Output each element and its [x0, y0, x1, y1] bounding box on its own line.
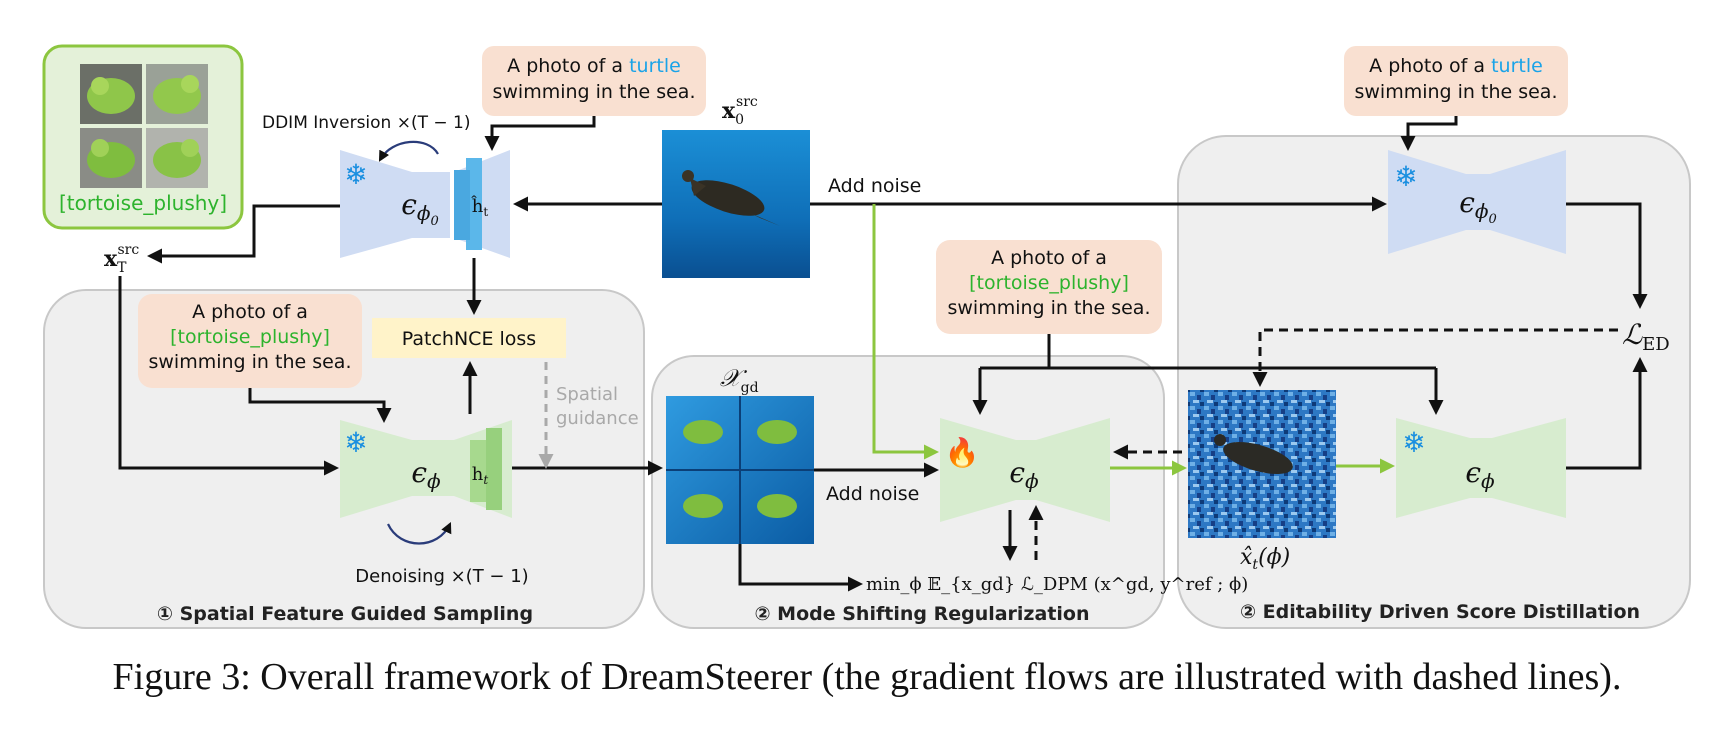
svg-text:swimming in the sea.: swimming in the sea.: [148, 351, 351, 373]
guided-sample-grid: [666, 396, 814, 544]
unet-distill-frozen: ❄ ϵϕ0: [1388, 150, 1566, 254]
prompt-source: A photo of a turtle swimming in the sea.: [482, 46, 706, 116]
section-title-1: ① Spatial Feature Guided Sampling: [157, 603, 533, 625]
svg-text:A photo of a turtle: A photo of a turtle: [1369, 55, 1543, 77]
fire-icon: 🔥: [945, 436, 980, 469]
prompt-source-right: A photo of a turtle swimming in the sea.: [1344, 46, 1568, 116]
denoising-cycle-arrow: [387, 522, 452, 545]
figure-caption: Figure 3: Overall framework of DreamStee…: [112, 656, 1622, 698]
svg-text:ϵϕ: ϵϕ: [1009, 456, 1039, 493]
snowflake-icon: ❄: [344, 158, 367, 191]
unet-inversion-frozen: ❄ ϵϕ0 ĥt: [340, 150, 510, 258]
svg-text:ĥt: ĥt: [471, 194, 489, 219]
section-title-3: ② Editability Driven Score Distillation: [1240, 601, 1640, 623]
snowflake-icon: ❄: [1402, 426, 1425, 459]
svg-text:[tortoise_plushy]: [tortoise_plushy]: [170, 326, 330, 348]
section-title-2: ② Mode Shifting Regularization: [754, 603, 1089, 625]
denoising-label: Denoising ×(T − 1): [355, 566, 528, 587]
prompt-reference-mid: A photo of a [tortoise_plushy] swimming …: [936, 240, 1162, 334]
x0-src-label: x0src: [722, 94, 758, 128]
plush-photo-4: [146, 128, 208, 188]
plush-photo-3: [80, 128, 142, 188]
svg-text:swimming in the sea.: swimming in the sea.: [1354, 81, 1557, 103]
svg-text:ϵϕ: ϵϕ: [1465, 456, 1495, 493]
plush-photo-2: [146, 64, 208, 124]
xhat-label: x̂t(ϕ): [1240, 545, 1290, 573]
xT-src-label: xTsrc: [104, 242, 139, 276]
svg-text:A photo of a: A photo of a: [192, 301, 308, 323]
svg-text:ht: ht: [472, 464, 489, 487]
svg-text:ϵϕ0: ϵϕ0: [1459, 186, 1497, 227]
add-noise-top-label: Add noise: [828, 175, 921, 197]
svg-text:swimming in the sea.: swimming in the sea.: [492, 81, 695, 103]
edited-image: [1188, 390, 1336, 538]
svg-text:PatchNCE loss: PatchNCE loss: [402, 328, 536, 350]
snowflake-icon: ❄: [1394, 160, 1417, 193]
unet-trainable: 🔥 ϵϕ: [940, 418, 1110, 522]
unet-sampling: ❄ ϵϕ ht: [340, 420, 512, 518]
snowflake-icon: ❄: [344, 426, 367, 459]
svg-text:ϵϕ0: ϵϕ0: [401, 188, 439, 229]
ddim-inversion-label: DDIM Inversion ×(T − 1): [262, 113, 470, 133]
source-turtle-image: [662, 130, 810, 278]
ddim-cycle-arrow: [378, 140, 439, 162]
green-arrows: [872, 204, 1395, 476]
dpm-objective: min_ϕ 𝔼_{x_gd} ℒ_DPM (x^gd, y^ref ; ϕ): [866, 574, 1248, 595]
gradient-arrows: [1028, 328, 1618, 560]
svg-text:[tortoise_plushy]: [tortoise_plushy]: [969, 272, 1129, 294]
reference-token-label: [tortoise_plushy]: [59, 191, 227, 215]
led-label: ℒED: [1622, 318, 1670, 355]
prompt-reference-left: A photo of a [tortoise_plushy] swimming …: [138, 294, 362, 388]
svg-text:swimming in the sea.: swimming in the sea.: [947, 297, 1150, 319]
reference-images-box: [tortoise_plushy]: [42, 44, 244, 230]
add-noise-mid-label: Add noise: [826, 483, 919, 505]
flow-arrows: [118, 116, 1648, 592]
unet-distill-trainable: ❄ ϵϕ: [1396, 418, 1566, 518]
svg-text:A photo of a turtle: A photo of a turtle: [507, 55, 681, 77]
patchnce-loss-box: PatchNCE loss: [372, 318, 566, 358]
plush-photo-1: [80, 64, 142, 124]
svg-text:ϵϕ: ϵϕ: [411, 456, 441, 493]
svg-text:A photo of a: A photo of a: [991, 247, 1107, 269]
